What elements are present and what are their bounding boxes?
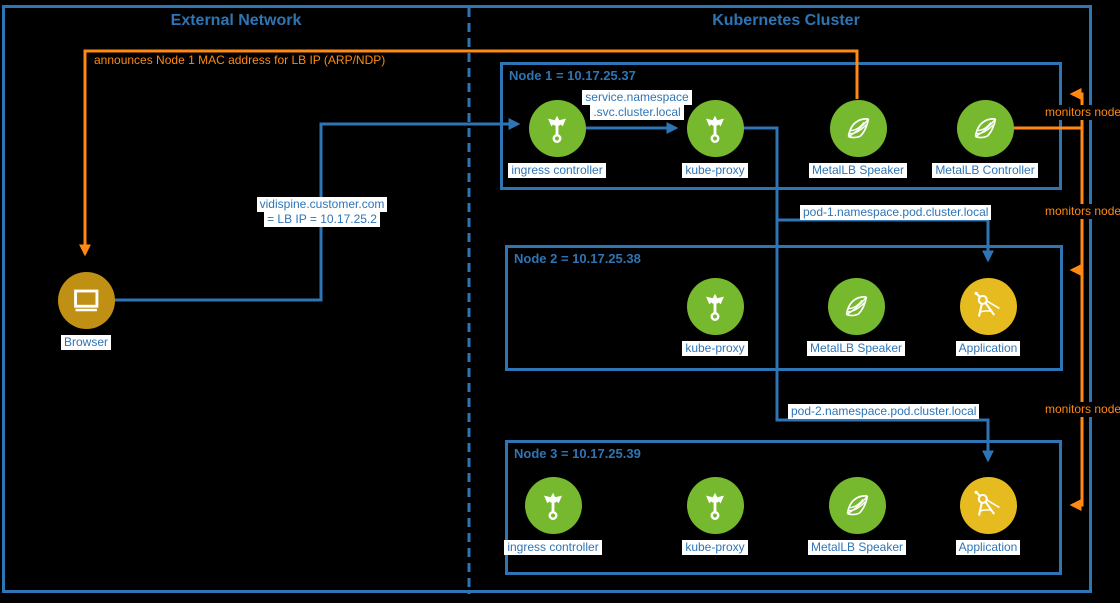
monitors-node-label-2: monitors node [1042, 204, 1120, 219]
metallb-icon [966, 110, 1004, 148]
node3-kube-proxy: kube-proxy [655, 477, 775, 556]
pod1-dns-label: pod-1.namespace.pod.cluster.local [800, 205, 992, 220]
node-2-title: Node 2 = 10.17.25.38 [514, 251, 641, 266]
component-label: Application [955, 341, 1021, 356]
component-label: MetalLB Controller [932, 163, 1038, 178]
node3-metallb-speaker: MetalLB Speaker [797, 477, 917, 556]
node2-application: Application [928, 278, 1048, 357]
browser-label: Browser [60, 335, 111, 350]
load-balancer-icon [696, 288, 734, 326]
component-label: Application [955, 540, 1021, 555]
component-label: MetalLB Speaker [806, 341, 906, 356]
service-dns-label: service.namespace .svc.cluster.local [562, 90, 712, 120]
announce-label: announces Node 1 MAC address for LB IP (… [91, 53, 389, 68]
application-compass-icon [969, 487, 1007, 525]
component-label: MetalLB Speaker [807, 540, 907, 555]
node3-ingress-controller: ingress controller [493, 477, 613, 556]
component-label: MetalLB Speaker [808, 163, 908, 178]
metallb-icon [838, 487, 876, 525]
node1-metallb-controller: MetalLB Controller [925, 100, 1045, 179]
kubernetes-cluster-title: Kubernetes Cluster [712, 12, 860, 29]
metallb-icon [839, 110, 877, 148]
node2-metallb-speaker: MetalLB Speaker [796, 278, 916, 357]
application-compass-icon [969, 288, 1007, 326]
pod2-dns-label: pod-2.namespace.pod.cluster.local [788, 404, 980, 419]
component-label: kube-proxy [682, 341, 748, 356]
monitors-node-label-3: monitors node [1042, 402, 1120, 417]
component-label: ingress controller [508, 163, 606, 178]
node3-application: Application [928, 477, 1048, 556]
diagram-frame [2, 5, 1092, 593]
component-label: ingress controller [504, 540, 602, 555]
node1-metallb-speaker: MetalLB Speaker [798, 100, 918, 179]
load-balancer-icon [696, 487, 734, 525]
node2-kube-proxy: kube-proxy [655, 278, 775, 357]
component-label: kube-proxy [682, 540, 748, 555]
external-network-title: External Network [170, 12, 302, 29]
node-3-title: Node 3 = 10.17.25.39 [514, 446, 641, 461]
metallb-icon [837, 288, 875, 326]
node-1-title: Node 1 = 10.17.25.37 [509, 68, 636, 83]
component-label: kube-proxy [682, 163, 748, 178]
browser: Browser [26, 272, 146, 351]
monitor-icon [67, 282, 105, 320]
vidispine-label: vidispine.customer.com = LB IP = 10.17.2… [247, 197, 397, 227]
monitors-node-label-1: monitors node [1042, 105, 1120, 120]
load-balancer-icon [534, 487, 572, 525]
